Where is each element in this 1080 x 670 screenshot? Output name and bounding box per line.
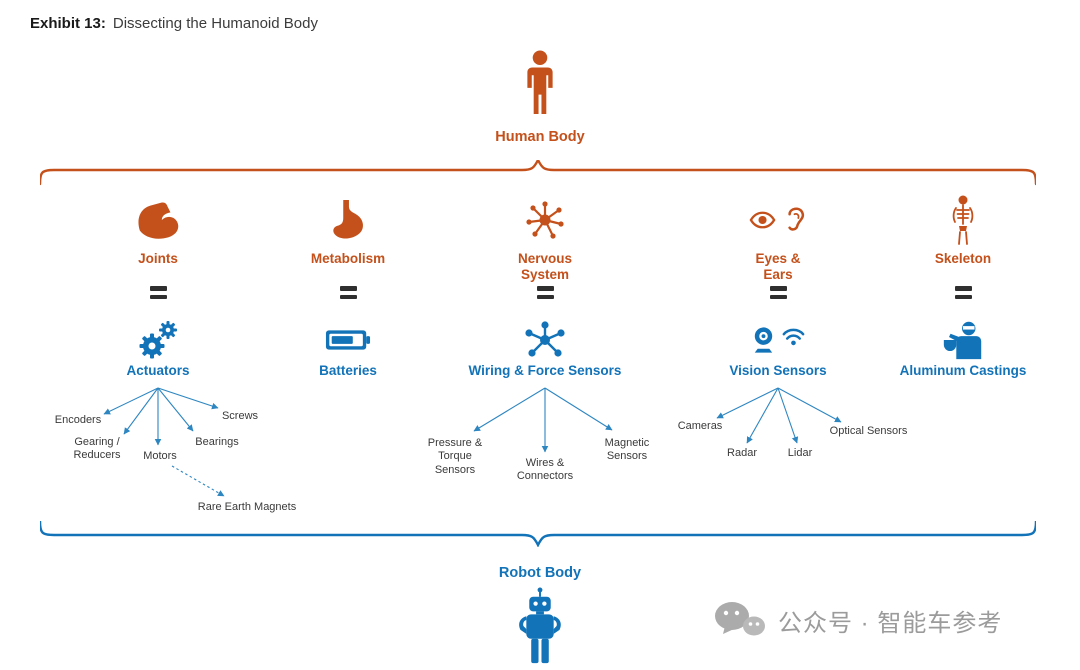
gearing-reducers-label: Gearing / Reducers — [73, 436, 121, 462]
metabolism-label: Metabolism — [310, 251, 386, 266]
actuators-label: Actuators — [126, 363, 190, 378]
watermark: 公众号 · 智能车参考 — [712, 600, 1002, 640]
robot-pictogram — [519, 587, 561, 664]
nervous-system-icon-box — [460, 194, 630, 246]
skeleton-icon — [952, 195, 974, 245]
vision-sensors-label: Vision Sensors — [729, 363, 827, 378]
neuron-icon — [526, 201, 564, 239]
equals-icon — [693, 286, 863, 299]
wiring-icon-box — [460, 316, 630, 364]
gears-icon — [139, 321, 177, 359]
wiring-force-sensors-label: Wiring & Force Sensors — [468, 363, 622, 378]
human-body-label: Human Body — [495, 129, 585, 145]
vision-icon-box — [693, 316, 863, 364]
human-figure-icon — [0, 50, 1080, 118]
magnetic-sensors-label: Magnetic Sensors — [604, 437, 650, 463]
batteries-icon-box — [263, 316, 433, 364]
stomach-icon — [333, 200, 363, 239]
equals-icon — [460, 286, 630, 299]
batteries-label: Batteries — [319, 363, 377, 378]
lidar-label: Lidar — [787, 447, 813, 459]
battery-icon — [325, 330, 371, 350]
joints-label: Joints — [138, 251, 178, 266]
cameras-label: Cameras — [677, 420, 723, 432]
wechat-icon — [715, 602, 765, 636]
eyes-ears-icon-box — [693, 194, 863, 246]
pressure-torque-sensors-label: Pressure & Torque Sensors — [427, 437, 483, 476]
robot-brace — [40, 521, 1036, 547]
skeleton-icon-box — [878, 194, 1048, 246]
actuators-icon-box — [73, 316, 243, 364]
nervous-system-label: Nervous System — [517, 251, 573, 283]
watermark-text: 公众号 · 智能车参考 — [778, 609, 1003, 637]
bearings-label: Bearings — [195, 436, 239, 448]
radar-label: Radar — [727, 447, 757, 459]
equals-icon — [878, 286, 1048, 299]
screws-label: Screws — [221, 410, 259, 422]
human-pictogram — [527, 50, 553, 115]
welder-icon — [943, 321, 982, 360]
eyes-ears-label: Eyes & Ears — [755, 251, 801, 283]
hub-icon — [525, 321, 565, 357]
robot-figure-icon — [0, 587, 1080, 669]
metabolism-icon-box — [263, 194, 433, 246]
skeleton-label: Skeleton — [934, 251, 992, 266]
equals-icon — [73, 286, 243, 299]
rare-earth-magnets-label: Rare Earth Magnets — [197, 501, 297, 513]
aluminum-castings-label: Aluminum Castings — [899, 363, 1027, 378]
exhibit-number: Exhibit 13: — [30, 15, 106, 32]
equals-icon — [263, 286, 433, 299]
joints-icon-box — [73, 194, 243, 246]
bicep-icon — [138, 202, 179, 239]
camera-wifi-icon — [754, 327, 805, 353]
encoders-label: Encoders — [54, 414, 102, 426]
exhibit-title: Exhibit 13: Dissecting the Humanoid Body — [30, 15, 318, 32]
eye-ear-icon — [749, 207, 805, 231]
wires-connectors-label: Wires & Connectors — [516, 457, 574, 483]
exhibit-text: Dissecting the Humanoid Body — [112, 15, 318, 32]
motors-label: Motors — [143, 450, 177, 462]
human-brace — [40, 160, 1036, 186]
castings-icon-box — [878, 316, 1048, 364]
optical-sensors-label: Optical Sensors — [829, 425, 908, 437]
robot-body-label: Robot Body — [498, 565, 582, 581]
